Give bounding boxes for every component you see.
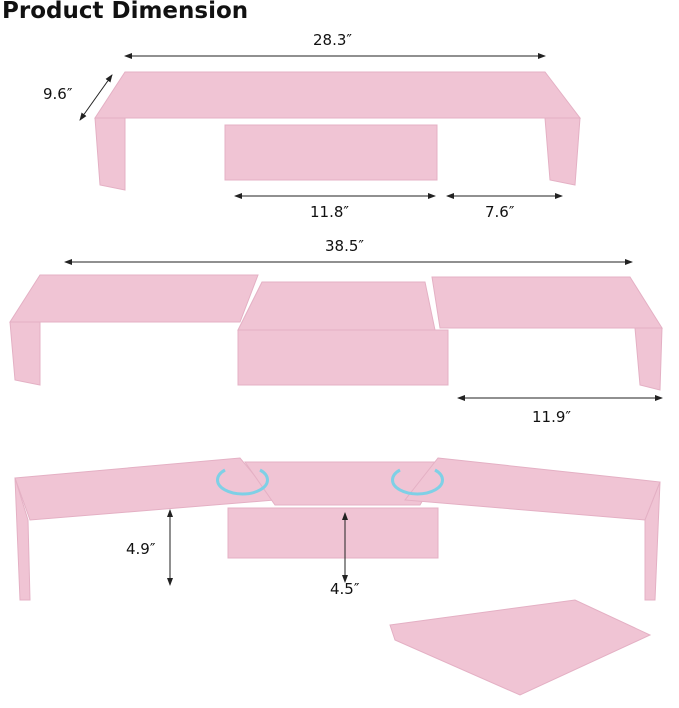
page-title: Product Dimension (2, 0, 249, 24)
drawer-label: 11.8″ (310, 203, 350, 221)
ext-side-label: 11.9″ (532, 408, 572, 426)
depth-label: 9.6″ (43, 85, 73, 103)
leg-height-label: 4.9″ (126, 540, 156, 558)
side-label: 7.6″ (485, 203, 515, 221)
ext-width-label: 38.5″ (325, 237, 365, 255)
width-label: 28.3″ (313, 31, 353, 49)
drawer-height-label: 4.5″ (330, 580, 360, 598)
